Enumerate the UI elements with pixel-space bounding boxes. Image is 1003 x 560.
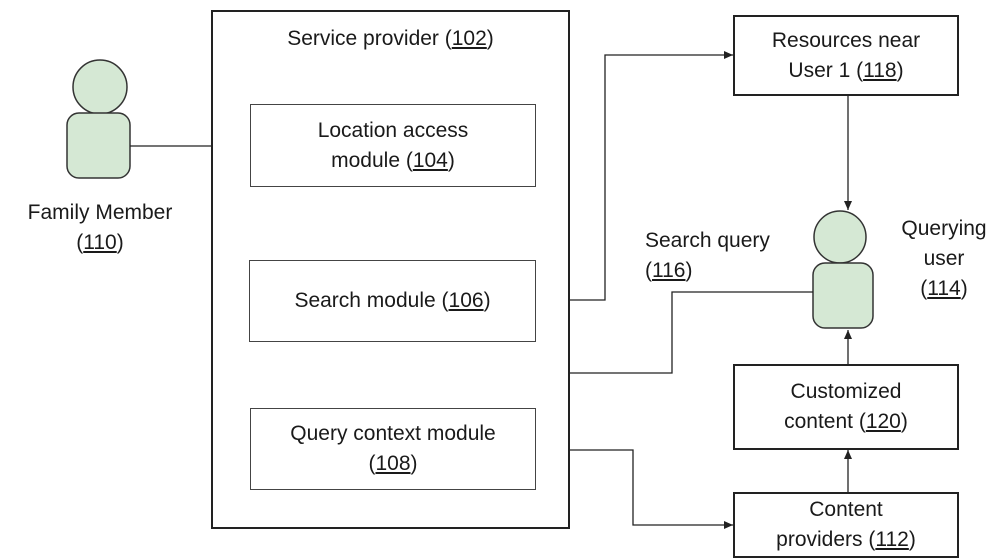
querying-user-label: Querying user (114) bbox=[890, 214, 998, 304]
content-providers-box: Content providers (112) bbox=[733, 492, 959, 558]
location-module-line1: Location access bbox=[317, 118, 469, 142]
querying-user-line3: (114) bbox=[920, 277, 968, 300]
location-module-line2: module (104) bbox=[331, 148, 455, 172]
resources-line2: User 1 (118) bbox=[788, 58, 904, 82]
search-query-label: Search query (116) bbox=[645, 226, 770, 286]
querying-user-line1: Querying bbox=[901, 217, 987, 240]
family-member-line1: Family Member bbox=[27, 201, 173, 224]
content-providers-line2: providers (112) bbox=[776, 528, 916, 551]
family-member-icon bbox=[66, 59, 131, 179]
querying-user-line2: user bbox=[923, 247, 965, 270]
search-query-line2: (116) bbox=[645, 259, 693, 282]
resources-near-user-box: Resources near User 1 (118) bbox=[733, 15, 959, 96]
arrow-search-to-resources bbox=[536, 51, 733, 301]
resources-line1: Resources near bbox=[771, 28, 921, 52]
arrow-querycontext-to-providers bbox=[536, 449, 733, 529]
customized-content-box: Customized content (120) bbox=[733, 364, 959, 450]
content-providers-line1: Content bbox=[809, 498, 883, 521]
search-module: Search module (106) bbox=[249, 260, 536, 342]
query-context-line2: (108) bbox=[368, 452, 418, 475]
query-context-module: Query context module (108) bbox=[250, 408, 536, 490]
family-member-line2: (110) bbox=[76, 231, 124, 254]
search-query-line1: Search query bbox=[645, 229, 770, 252]
family-member-label: Family Member (110) bbox=[5, 198, 195, 258]
query-context-line1: Query context module bbox=[290, 422, 496, 445]
customized-line2: content (120) bbox=[784, 410, 908, 433]
search-module-label: Search module (106) bbox=[294, 289, 491, 312]
querying-user-icon bbox=[812, 210, 874, 329]
location-access-module: Location access module (104) bbox=[250, 104, 536, 187]
customized-line1: Customized bbox=[790, 380, 902, 403]
service-provider-label: Service provider (102) bbox=[287, 27, 494, 50]
